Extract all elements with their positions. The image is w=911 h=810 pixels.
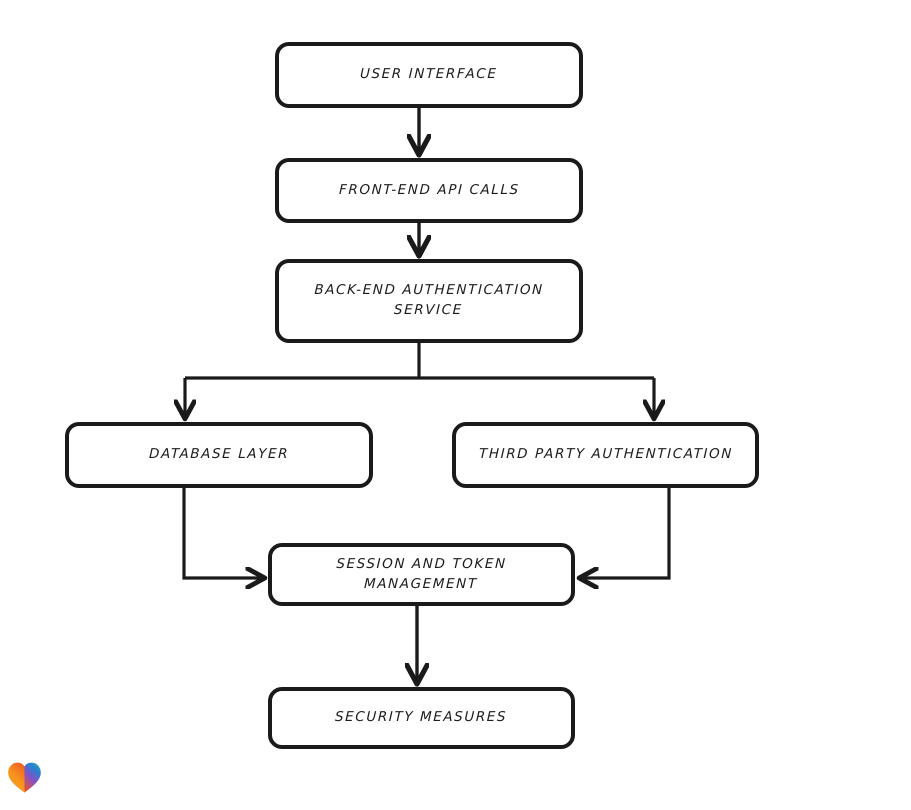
node-third-party-authentication[interactable]: THIRD PARTY AUTHENTICATION <box>452 422 759 488</box>
node-front-end-api-calls-label: FRONT-END API CALLS <box>338 181 520 198</box>
edge-database-to-session-path <box>182 488 263 578</box>
node-back-end-authentication-service-label: BACK-END AUTHENTICATION SERVICE <box>314 282 545 318</box>
node-user-interface[interactable]: USER INTERFACE <box>275 42 583 108</box>
node-database-layer-label: DATABASE LAYER <box>148 446 290 463</box>
edge-thirdparty-to-session-path <box>581 488 671 578</box>
node-session-and-token-management[interactable]: SESSION AND TOKEN MANAGEMENT <box>268 543 575 606</box>
edge-backend-split <box>185 343 654 417</box>
node-session-and-token-management-label: SESSION AND TOKEN MANAGEMENT <box>336 555 508 592</box>
edge-database-to-session <box>182 488 263 578</box>
node-front-end-api-calls[interactable]: FRONT-END API CALLS <box>275 158 583 223</box>
heart-icon <box>8 762 41 793</box>
node-third-party-authentication-label: THIRD PARTY AUTHENTICATION <box>478 446 733 463</box>
node-security-measures[interactable]: SECURITY MEASURES <box>268 687 575 749</box>
node-database-layer[interactable]: DATABASE LAYER <box>65 422 373 488</box>
node-back-end-authentication-service[interactable]: BACK-END AUTHENTICATION SERVICE <box>275 259 583 343</box>
node-security-measures-label: SECURITY MEASURES <box>335 709 508 726</box>
node-user-interface-label: USER INTERFACE <box>360 66 499 83</box>
edge-thirdparty-to-session <box>581 488 671 578</box>
